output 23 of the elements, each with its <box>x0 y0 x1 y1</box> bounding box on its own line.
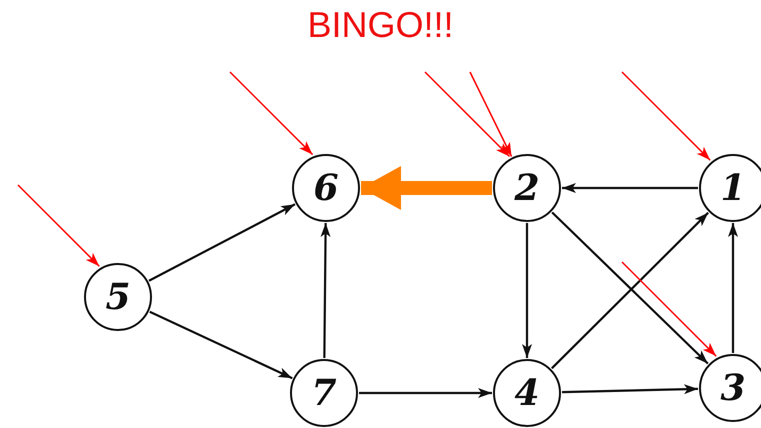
node-circle: 3 <box>699 354 761 422</box>
arrow <box>359 388 492 398</box>
node-circle: 4 <box>493 359 561 427</box>
pointer-arrow <box>229 71 314 156</box>
node-circle: 1 <box>699 154 761 222</box>
arrow <box>320 222 331 358</box>
pointer-arrow <box>469 72 512 157</box>
node-circle: 2 <box>493 154 561 222</box>
pointer-arrow <box>621 261 717 357</box>
pointer-arrow <box>424 71 510 158</box>
arrow <box>148 203 296 282</box>
arrow <box>728 223 738 353</box>
arrow <box>562 384 698 394</box>
node-circle: 5 <box>84 263 152 331</box>
pointer-arrow <box>17 184 100 267</box>
node-circle: 7 <box>290 359 358 427</box>
arrow <box>562 183 698 193</box>
node-circle: 6 <box>292 154 360 222</box>
pointer-arrow <box>621 71 711 161</box>
highlight-arrow <box>361 166 492 210</box>
arrow <box>522 223 532 358</box>
arrow <box>149 310 293 380</box>
diagram-title: BINGO!!! <box>306 4 455 46</box>
